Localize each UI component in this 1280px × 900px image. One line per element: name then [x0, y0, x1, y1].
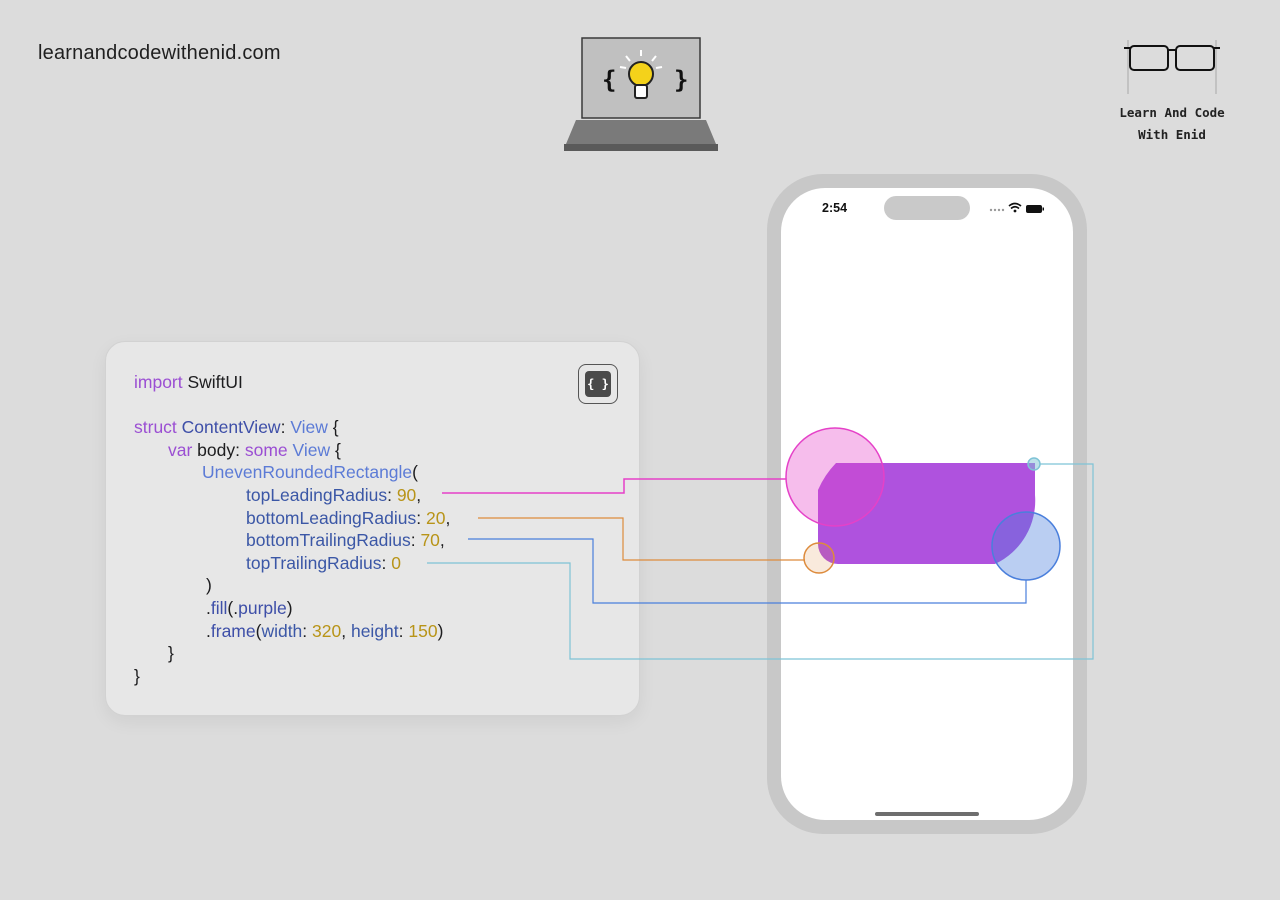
phone-mockup: 2:54 — [767, 174, 1087, 834]
code-token: var — [168, 439, 193, 460]
code-token: SwiftUI — [182, 372, 243, 392]
code-token: purple — [238, 597, 287, 618]
brand-line-1: Learn And Code — [1119, 105, 1225, 120]
code-token: , — [439, 530, 445, 551]
code-token: : — [280, 417, 291, 438]
code-token: : — [410, 530, 421, 551]
code-token: : — [398, 620, 409, 641]
code-line: topTrailingRadius: 0 — [134, 552, 450, 575]
code-token: : — [235, 439, 245, 460]
code-token: topTrailingRadius — [246, 552, 382, 573]
code-line: .frame(width: 320, height: 150) — [134, 620, 450, 643]
code-token: fill — [210, 597, 228, 618]
phone-screen: 2:54 — [781, 188, 1073, 820]
code-line: .fill(.purple) — [134, 597, 450, 620]
code-token: , — [416, 484, 422, 505]
code-token: { — [327, 417, 339, 438]
code-line: var body: some View { — [134, 439, 450, 462]
code-token: : — [381, 552, 392, 573]
code-token: bottomLeadingRadius — [246, 507, 417, 528]
code-token: height — [350, 620, 399, 641]
status-time: 2:54 — [822, 201, 848, 215]
code-token: , — [445, 507, 451, 528]
code-line: bottomLeadingRadius: 20, — [134, 507, 450, 530]
code-card: import SwiftUI struct ContentView: View {… — [105, 341, 640, 716]
code-token: topLeadingRadius — [246, 484, 388, 505]
code-token: , — [341, 620, 351, 641]
wifi-icon — [1008, 202, 1022, 213]
code-token: ) — [437, 620, 444, 641]
code-token: View — [290, 417, 328, 438]
brand-name: Learn And Code With Enid — [1108, 102, 1236, 146]
code-token: bottomTrailingRadius — [246, 530, 411, 551]
battery-icon — [1026, 205, 1044, 213]
code-line — [134, 394, 450, 417]
code-token: 320 — [312, 620, 342, 641]
code-line: topLeadingRadius: 90, — [134, 484, 450, 507]
glasses-icon — [1124, 40, 1220, 94]
status-icons — [989, 202, 1044, 213]
signal-dots-icon — [989, 208, 1005, 212]
code-token: : — [387, 484, 397, 505]
code-token: 20 — [426, 507, 446, 528]
code-token: 0 — [391, 552, 401, 573]
brand-block: Learn And Code With Enid — [1108, 40, 1236, 146]
svg-text:{: { — [602, 66, 616, 94]
code-token: . — [206, 597, 211, 618]
code-token: { — [330, 439, 341, 460]
code-line: import SwiftUI — [134, 371, 450, 394]
code-token: some — [244, 439, 288, 460]
code-line: struct ContentView: View { — [134, 416, 450, 439]
format-code-button[interactable]: { } — [578, 364, 618, 404]
code-line: bottomTrailingRadius: 70, — [134, 529, 450, 552]
code-token: } — [168, 643, 174, 664]
code-token: : — [302, 620, 313, 641]
code-token: ) — [286, 597, 293, 618]
code-line: } — [134, 642, 450, 665]
code-token: frame — [210, 620, 256, 641]
code-token: } — [134, 665, 140, 686]
code-token: ( — [255, 620, 262, 641]
site-url: learnandcodewithenid.com — [38, 42, 281, 64]
code-token: ) — [206, 575, 212, 596]
code-token: import — [134, 372, 183, 392]
code-token: ContentView — [176, 417, 281, 438]
code-token: 90 — [396, 484, 417, 505]
brand-line-2: With Enid — [1138, 127, 1206, 142]
dynamic-island — [884, 196, 970, 220]
code-token: 70 — [420, 530, 440, 551]
code-token: ( — [412, 462, 418, 483]
code-token: UnevenRoundedRectangle — [202, 462, 413, 483]
home-indicator[interactable] — [875, 812, 979, 816]
laptop-lightbulb-logo: { } — [564, 37, 718, 151]
code-token: width — [261, 620, 303, 641]
code-token: struct — [134, 417, 177, 438]
code-line: ) — [134, 574, 450, 597]
code-block: import SwiftUI struct ContentView: View {… — [134, 371, 450, 687]
code-token: 150 — [408, 620, 438, 641]
braces-icon: { } — [585, 371, 611, 397]
code-token: View — [287, 439, 331, 460]
code-token: (. — [227, 597, 239, 618]
code-token: . — [206, 620, 211, 641]
svg-text:}: } — [674, 66, 688, 94]
code-line: } — [134, 665, 450, 688]
code-token: body — [192, 439, 236, 460]
code-line: UnevenRoundedRectangle( — [134, 461, 450, 484]
code-token: : — [416, 507, 426, 528]
